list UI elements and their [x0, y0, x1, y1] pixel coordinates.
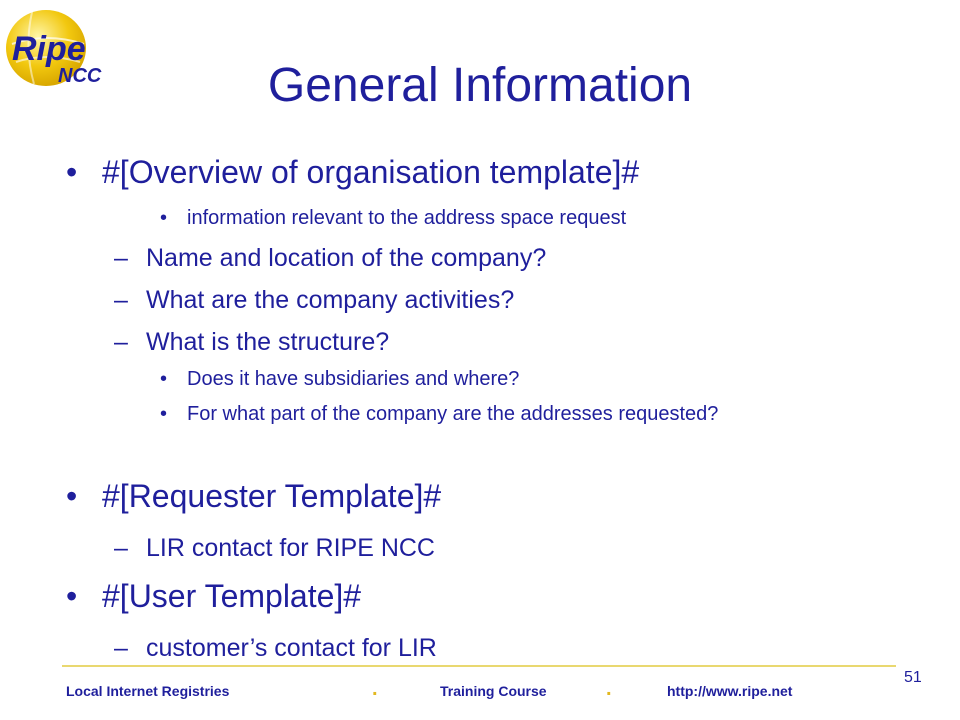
bullet-dot: •: [160, 368, 168, 390]
item-text: #[Overview of organisation template]#: [102, 154, 640, 190]
item-text: Name and location of the company?: [146, 244, 547, 272]
bullet-item-1: • #[Overview of organisation template]#: [66, 154, 639, 191]
logo-word: Ripe: [12, 30, 86, 68]
bullet-dot: •: [160, 403, 168, 425]
bullet-dash: –: [114, 534, 128, 562]
bullet-item-5: –What is the structure?: [114, 328, 389, 357]
footer-separator: .: [372, 678, 378, 700]
bullet-dash: –: [114, 286, 128, 314]
item-text: Does it have subsidiaries and where?: [187, 368, 520, 390]
bullet-dot: •: [66, 154, 78, 190]
item-text: For what part of the company are the add…: [187, 403, 719, 425]
bullet-item-3: –Name and location of the company?: [114, 244, 546, 273]
bullet-item-6: • Does it have subsidiaries and where?: [160, 368, 519, 391]
item-text: #[Requester Template]#: [102, 478, 442, 514]
item-text: information relevant to the address spac…: [187, 207, 627, 229]
bullet-dash: –: [114, 328, 128, 356]
footer-left: Local Internet Registries: [66, 683, 230, 699]
bullet-dot: •: [66, 578, 78, 614]
page-number: 51: [904, 669, 922, 686]
item-text: #[User Template]#: [102, 578, 362, 614]
bullet-item-2: • information relevant to the address spa…: [160, 207, 626, 230]
bullet-dot: •: [160, 207, 168, 229]
bullet-dash: –: [114, 244, 128, 272]
bullet-item-4: –What are the company activities?: [114, 286, 514, 315]
bullet-item-7: • For what part of the company are the ad…: [160, 403, 718, 426]
footer-middle: Training Course: [440, 683, 547, 699]
bullet-item-10: • #[User Template]#: [66, 578, 361, 615]
footer-separator: .: [606, 678, 612, 700]
bullet-item-8: • #[Requester Template]#: [66, 478, 441, 515]
footer-url[interactable]: http://www.ripe.net: [667, 683, 793, 699]
item-text: LIR contact for RIPE NCC: [146, 534, 435, 562]
footer-rule: [62, 665, 896, 667]
bullet-dash: –: [114, 634, 128, 662]
slide-title: General Information: [267, 59, 693, 112]
item-text: What are the company activities?: [146, 286, 515, 314]
bullet-item-9: –LIR contact for RIPE NCC: [114, 534, 435, 563]
logo-sub: NCC: [58, 65, 102, 87]
item-text: What is the structure?: [146, 328, 390, 356]
ripe-ncc-logo: Ripe NCC: [2, 4, 120, 96]
item-text: customer’s contact for LIR: [146, 634, 437, 662]
bullet-dot: •: [66, 478, 78, 514]
bullet-item-11: –customer’s contact for LIR: [114, 634, 437, 663]
